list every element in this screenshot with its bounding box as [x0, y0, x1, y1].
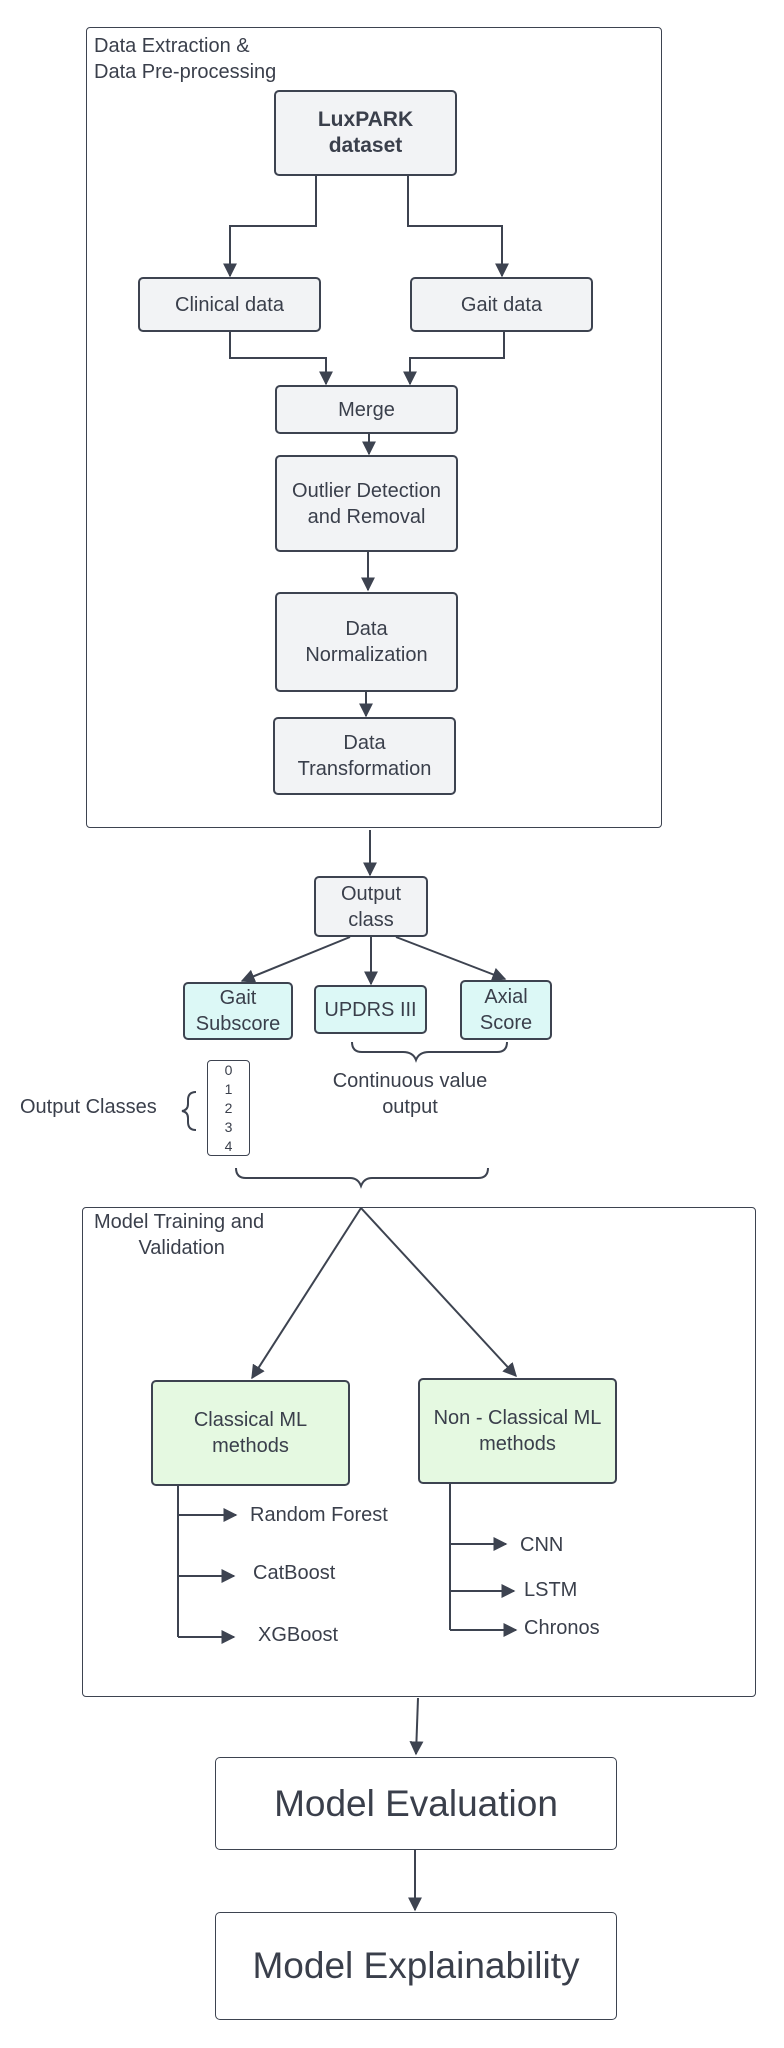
class-value: 1 [224, 1080, 233, 1097]
edge-luxpark-clinical [223, 176, 317, 278]
luxpark-dataset-node: LuxPARK dataset [274, 90, 457, 176]
method-cnn: CNN [520, 1534, 564, 1556]
axial-score-node: Axial Score [460, 980, 552, 1040]
continuous-value-label: Continuous value output [332, 1070, 488, 1118]
data-transformation-node: Data Transformation [273, 717, 456, 795]
edge-luxpark-gait [407, 176, 509, 278]
edge-clinical-merge [229, 332, 333, 386]
output-classes-brace [181, 1091, 197, 1131]
edge-output-axial [395, 936, 507, 982]
model-explainability-node: Model Explainability [215, 1912, 617, 2020]
edge-output-gait-subscore [240, 936, 351, 983]
nonclassical-ml-node: Non - Classical ML methods [418, 1378, 617, 1484]
output-classes-list: 0 1 2 3 4 [207, 1060, 250, 1156]
continuous-brace [351, 1041, 508, 1063]
class-value: 0 [224, 1061, 233, 1078]
preprocessing-group [86, 27, 662, 828]
method-lstm: LSTM [524, 1579, 578, 1601]
method-xgboost: XGBoost [258, 1624, 339, 1646]
class-value: 4 [224, 1137, 233, 1154]
edge-brace-nonclassical [360, 1207, 517, 1378]
output-class-node: Output class [314, 876, 428, 937]
output-classes-label: Output Classes [20, 1096, 157, 1118]
preprocessing-group-label: Data Extraction & Data Pre-processing [94, 35, 277, 83]
merge-node: Merge [275, 385, 458, 434]
data-normalization-node: Data Normalization [275, 592, 458, 692]
training-group-label: Model Training and Validation [94, 1211, 265, 1259]
outlier-detection-node: Outlier Detection and Removal [275, 455, 458, 552]
targets-brace [235, 1167, 489, 1189]
clinical-data-node: Clinical data [138, 277, 321, 332]
edge-brace-classical [251, 1207, 362, 1380]
class-value: 3 [224, 1118, 233, 1135]
gait-subscore-node: Gait Subscore [183, 982, 293, 1040]
method-catboost: CatBoost [253, 1562, 336, 1584]
classical-ml-node: Classical ML methods [151, 1380, 350, 1486]
model-evaluation-node: Model Evaluation [215, 1757, 617, 1850]
training-group [82, 1207, 756, 1697]
gait-data-node: Gait data [410, 277, 593, 332]
edge-training-evaluation [409, 1697, 424, 1756]
method-random-forest: Random Forest [250, 1504, 388, 1526]
edge-gait-merge [403, 332, 505, 386]
class-value: 2 [224, 1099, 233, 1116]
method-chronos: Chronos [524, 1617, 600, 1639]
updrs-iii-node: UPDRS III [314, 985, 427, 1034]
